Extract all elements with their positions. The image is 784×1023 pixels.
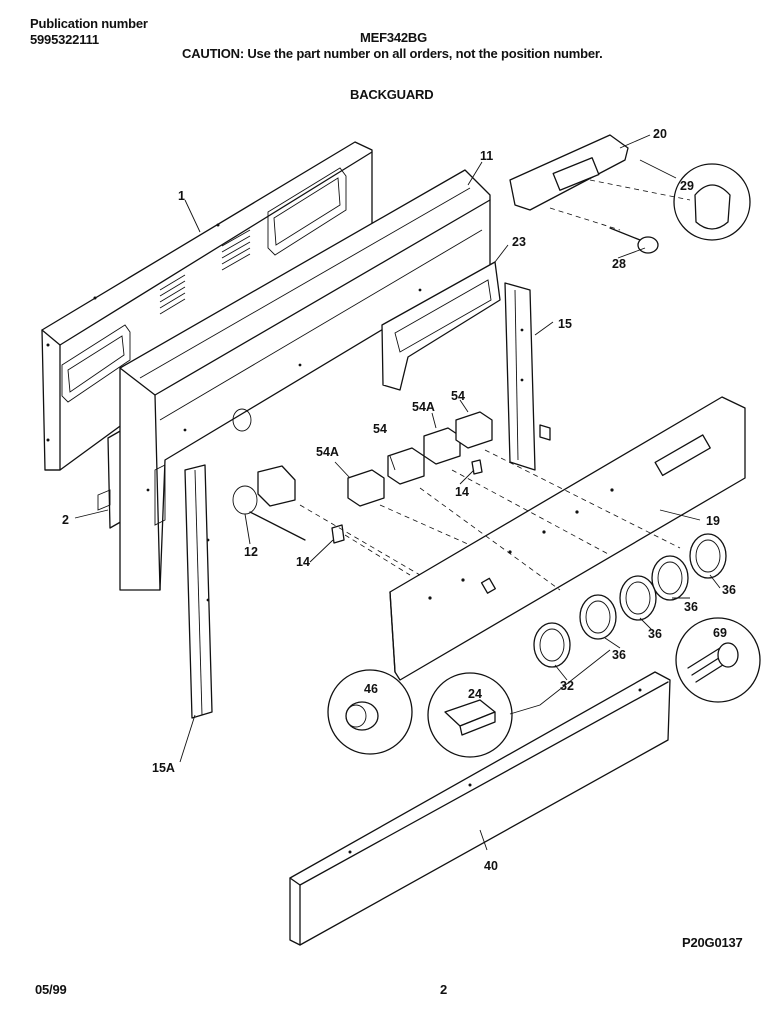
publication-number-label: Publication number xyxy=(30,16,148,31)
panel-vents xyxy=(159,229,251,315)
callout-20: 20 xyxy=(653,127,667,141)
assembly-lines xyxy=(299,179,691,591)
callout-15a: 15A xyxy=(152,761,175,775)
front-control-panel xyxy=(389,396,746,681)
callout-36c: 36 xyxy=(648,627,662,641)
callout-54a: 54 xyxy=(373,422,387,436)
control-panel-housing xyxy=(119,169,491,591)
section-title: BACKGUARD xyxy=(350,87,434,102)
callout-54b: 54 xyxy=(451,389,465,403)
callout-12: 12 xyxy=(244,545,258,559)
control-knobs xyxy=(533,533,727,668)
callout-36a: 36 xyxy=(722,583,736,597)
callout-15: 15 xyxy=(558,317,572,331)
knob-36-2 xyxy=(619,575,657,621)
callout-40: 40 xyxy=(484,859,498,873)
callout-24: 24 xyxy=(468,687,482,701)
knob-32 xyxy=(533,622,571,668)
callout-2: 2 xyxy=(62,513,69,527)
callout-36b: 36 xyxy=(684,600,698,614)
callout-46: 46 xyxy=(364,682,378,696)
callout-54Aa: 54A xyxy=(316,445,339,459)
screw-detail xyxy=(675,617,761,703)
callout-14b: 14 xyxy=(455,485,469,499)
page-number: 2 xyxy=(440,982,448,997)
callout-28: 28 xyxy=(612,257,626,271)
clock-timer-module xyxy=(509,134,629,211)
callout-69: 69 xyxy=(713,626,727,640)
publication-number: 5995322111 xyxy=(30,32,99,47)
callout-32: 32 xyxy=(560,679,574,693)
knob-36-4 xyxy=(689,533,727,579)
relay-switches xyxy=(331,411,493,544)
left-side-rail xyxy=(184,464,213,719)
clock-knob-detail xyxy=(673,163,751,241)
callout-11: 11 xyxy=(480,149,493,163)
front-trim-strip xyxy=(289,671,671,946)
figure-code: P20G0137 xyxy=(682,935,743,950)
callout-29: 29 xyxy=(680,179,694,193)
rocker-switch-detail xyxy=(427,672,513,758)
callout-19: 19 xyxy=(706,514,720,528)
push-button-shaft xyxy=(609,227,659,254)
callout-54Ab: 54A xyxy=(412,400,435,414)
knob-36-3 xyxy=(651,555,689,601)
callout-1: 1 xyxy=(178,189,185,203)
indicator-light-detail xyxy=(327,669,413,755)
model-number: MEF342BG xyxy=(360,30,428,45)
caution-note: CAUTION: Use the part number on all orde… xyxy=(182,46,603,61)
callout-14a: 14 xyxy=(296,555,310,569)
callout-36d: 36 xyxy=(612,648,626,662)
right-side-bracket xyxy=(504,282,551,471)
callout-23: 23 xyxy=(512,235,526,249)
infinite-switch-coil xyxy=(232,465,306,541)
print-date: 05/99 xyxy=(35,982,67,997)
leader-lines xyxy=(74,134,721,851)
callout-labels: 1 2 11 12 14 14 15 15A 19 20 23 24 28 29… xyxy=(62,127,736,873)
knob-36-1 xyxy=(579,594,617,640)
